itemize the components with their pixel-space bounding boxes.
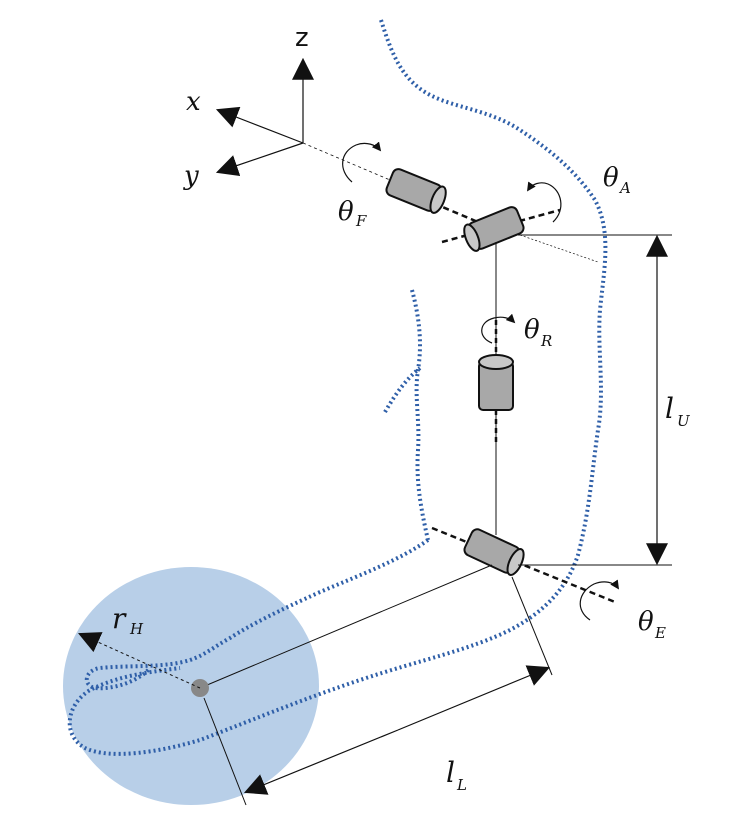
l-L-subscript: L — [456, 776, 467, 794]
r-H-subscript: H — [129, 620, 144, 638]
shoulder-flexion-joint: θ F — [338, 141, 479, 230]
upper-arm-length-dimension: l U — [518, 234, 691, 566]
forearm-length-dimension: l L — [203, 576, 553, 806]
forearm-link — [199, 564, 493, 689]
elbow-rotation-arrow — [579, 579, 619, 621]
forearm-outline-upper — [84, 538, 430, 691]
theta-F-symbol: θ — [338, 197, 354, 227]
l-L-symbol: l — [446, 756, 455, 789]
theta-R-subscript: R — [540, 332, 552, 350]
theta-E-symbol: θ — [638, 607, 654, 637]
elbow-joint: θ E — [431, 526, 666, 642]
r-H-symbol: r — [112, 602, 127, 635]
upper-arm-outline-left — [410, 289, 430, 541]
l-U-symbol: l — [665, 392, 674, 425]
theta-E-subscript: E — [654, 624, 666, 642]
hand-radius-dimension: r H — [77, 602, 201, 689]
shoulder-abduction-joint: θ A — [441, 163, 631, 263]
l-U-subscript: U — [677, 412, 691, 430]
upper-arm-outline-right — [67, 19, 608, 756]
theta-F-subscript: F — [355, 212, 367, 230]
theta-A-symbol: θ — [603, 163, 619, 193]
hand-region — [63, 567, 319, 805]
abduction-rotation-arrow — [527, 181, 562, 223]
theta-R-symbol: θ — [524, 315, 540, 345]
rotation-rotation-arrow — [481, 313, 516, 344]
coordinate-frame: z x y — [183, 23, 391, 191]
theta-A-subscript: A — [618, 179, 631, 197]
shoulder-rotation-joint: θ R — [478, 313, 552, 445]
elbow-crease — [383, 366, 422, 414]
y-axis-label: y — [183, 161, 199, 191]
z-axis-label: z — [295, 23, 309, 53]
flexion-rotation-arrow — [342, 141, 382, 183]
x-axis-label: x — [186, 87, 201, 117]
